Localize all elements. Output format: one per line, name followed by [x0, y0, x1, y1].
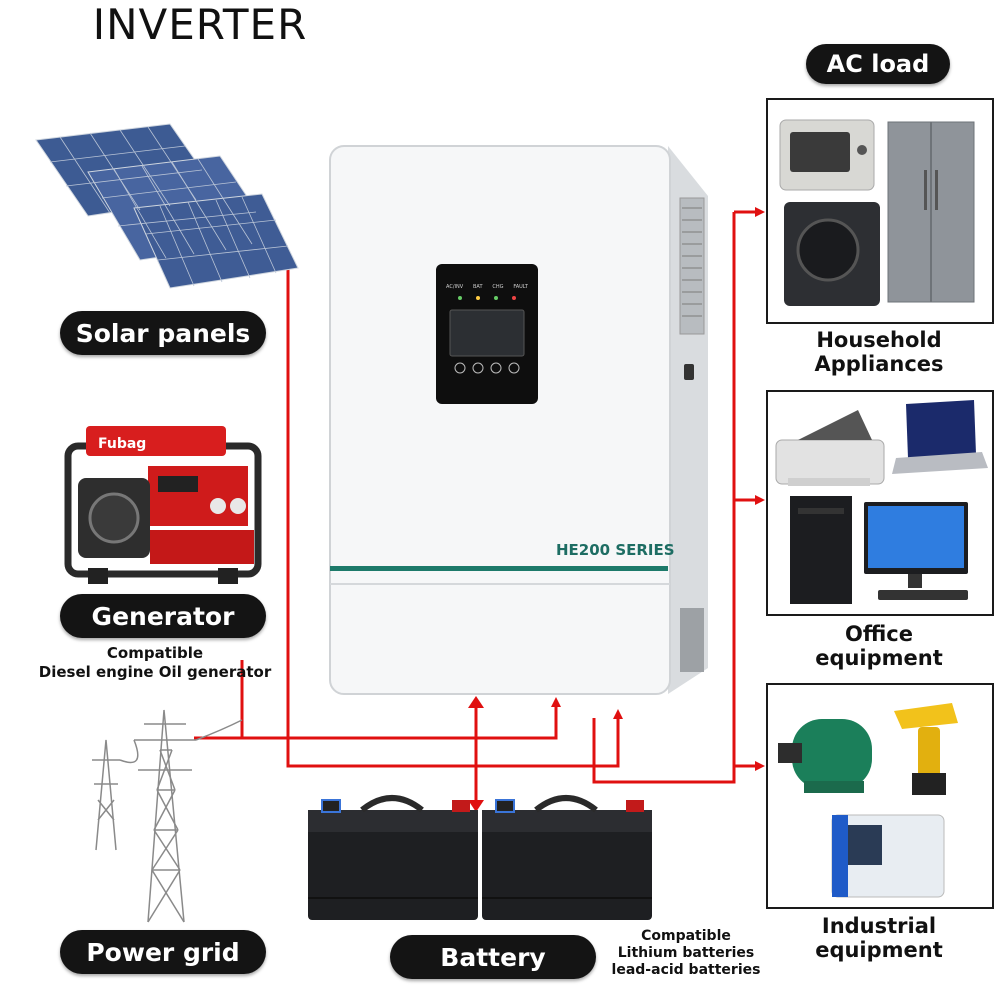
inverter-series-label: HE200 SERIES	[556, 541, 675, 559]
solar-wire	[286, 262, 623, 768]
display-indicators: AC/INV BAT CHG FAULT	[446, 284, 528, 290]
household-appliances-icon	[779, 119, 975, 306]
battery-note-compatible: Compatible	[641, 928, 731, 944]
indicator-ac-inv: AC/INV	[446, 284, 464, 290]
household-appliances-box	[766, 98, 994, 324]
office-label-line2: equipment	[815, 646, 943, 670]
industrial-label-line1: Industrial	[821, 914, 937, 938]
indicator-bat: BAT	[472, 284, 483, 290]
office-label-line1: Office	[845, 622, 913, 646]
generator-note-types: Diesel engine Oil generator	[38, 663, 272, 681]
office-equipment-icon	[775, 400, 988, 604]
generator-brand: Fubag	[98, 436, 146, 452]
ac-load-label: AC load	[806, 44, 950, 84]
battery-note-lithium: Lithium batteries	[617, 945, 755, 961]
battery-label: Battery	[390, 935, 596, 979]
household-label-line1: Household	[816, 328, 942, 352]
indicator-fault: FAULT	[513, 284, 528, 290]
battery-arrow-up	[468, 696, 484, 708]
industrial-label-line2: equipment	[815, 938, 943, 962]
page-title: INVERTER	[92, 0, 308, 49]
power-grid-label: Power grid	[60, 930, 266, 974]
generator-wire	[240, 660, 561, 740]
generator-label: Generator	[60, 594, 266, 638]
battery-arrow-down	[468, 800, 484, 812]
household-label-line2: Appliances	[814, 352, 944, 376]
solar-panels-icon	[35, 123, 299, 289]
generator-note-compatible: Compatible	[106, 644, 204, 662]
solar-panels-label: Solar panels	[60, 311, 266, 355]
indicator-chg: CHG	[492, 284, 504, 290]
inverter-body-icon	[329, 145, 708, 695]
generator-icon: Fubag	[64, 426, 262, 584]
inverter-unit: AC/INV BAT CHG FAULT HE200 SERIES	[328, 138, 708, 704]
battery-icon	[308, 795, 652, 920]
power-grid-tower-icon	[92, 709, 243, 923]
ac-output-wire	[592, 212, 736, 784]
industrial-equipment-icon	[778, 703, 958, 898]
office-equipment-box	[766, 390, 994, 616]
battery-note-lead-acid: lead-acid batteries	[611, 962, 761, 978]
industrial-equipment-box	[766, 683, 994, 909]
